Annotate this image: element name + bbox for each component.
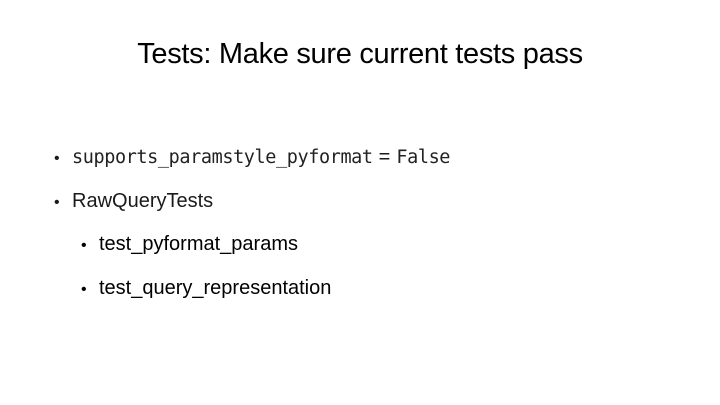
setting-value: False [396, 147, 451, 168]
test-name: test_pyformat_params [99, 233, 298, 255]
test-class-name: RawQueryTests [72, 190, 214, 212]
bullet-icon: • [54, 194, 60, 211]
setting-name: supports_paramstyle_pyformat [72, 147, 373, 168]
bullet-icon: • [81, 281, 87, 298]
slide-title: Tests: Make sure current tests pass [137, 38, 583, 70]
equals-sign: = [378, 146, 391, 168]
test-name: test_query_representation [99, 277, 332, 299]
bullet-icon: • [81, 237, 87, 254]
bullet-item: • RawQueryTests [54, 190, 213, 213]
bullet-icon: • [54, 150, 60, 167]
sub-bullet-item: • test_query_representation [81, 277, 331, 300]
sub-bullet-item: • test_pyformat_params [81, 233, 298, 256]
bullet-item: • supports_paramstyle_pyformat = False [54, 146, 450, 169]
